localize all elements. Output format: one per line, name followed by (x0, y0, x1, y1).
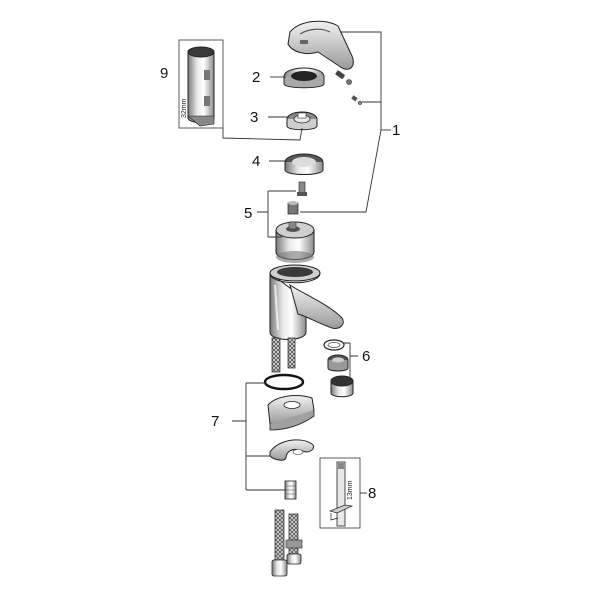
callout-4: 4 (252, 153, 260, 170)
supply-hoses-lower (271, 509, 303, 577)
cap-ring (283, 67, 325, 89)
faucet-body (269, 264, 344, 340)
spindle-pin (297, 181, 307, 196)
callout-3: 3 (250, 109, 258, 126)
tool-13mm: 13mm (319, 457, 361, 529)
callout-8: 8 (368, 485, 376, 502)
tool-9-label: 32mm (181, 98, 188, 118)
threaded-nut (284, 153, 324, 175)
aerator-insert (327, 354, 349, 372)
horseshoe-washer (269, 439, 315, 461)
callout-2: 2 (252, 69, 260, 86)
tool-32mm: 32mm (178, 39, 224, 129)
callout-7: 7 (211, 413, 219, 430)
aerator-washer (323, 339, 345, 351)
threaded-stud (284, 480, 297, 500)
lever-handle (287, 20, 354, 70)
cartridge-cap (286, 111, 318, 131)
cartridge (275, 201, 315, 263)
callout-1: 1 (392, 122, 400, 139)
callout-9: 9 (160, 65, 168, 82)
supply-hoses-upper (271, 337, 296, 373)
o-ring (263, 373, 305, 391)
handle-screw (335, 70, 352, 85)
mounting-plate (267, 395, 315, 431)
callout-6: 6 (362, 348, 370, 365)
aerator-housing (330, 375, 354, 398)
callout-5: 5 (244, 205, 252, 222)
leader-lines (222, 31, 391, 494)
tool-8-label: 13mm (347, 480, 354, 500)
set-screw (351, 95, 363, 106)
